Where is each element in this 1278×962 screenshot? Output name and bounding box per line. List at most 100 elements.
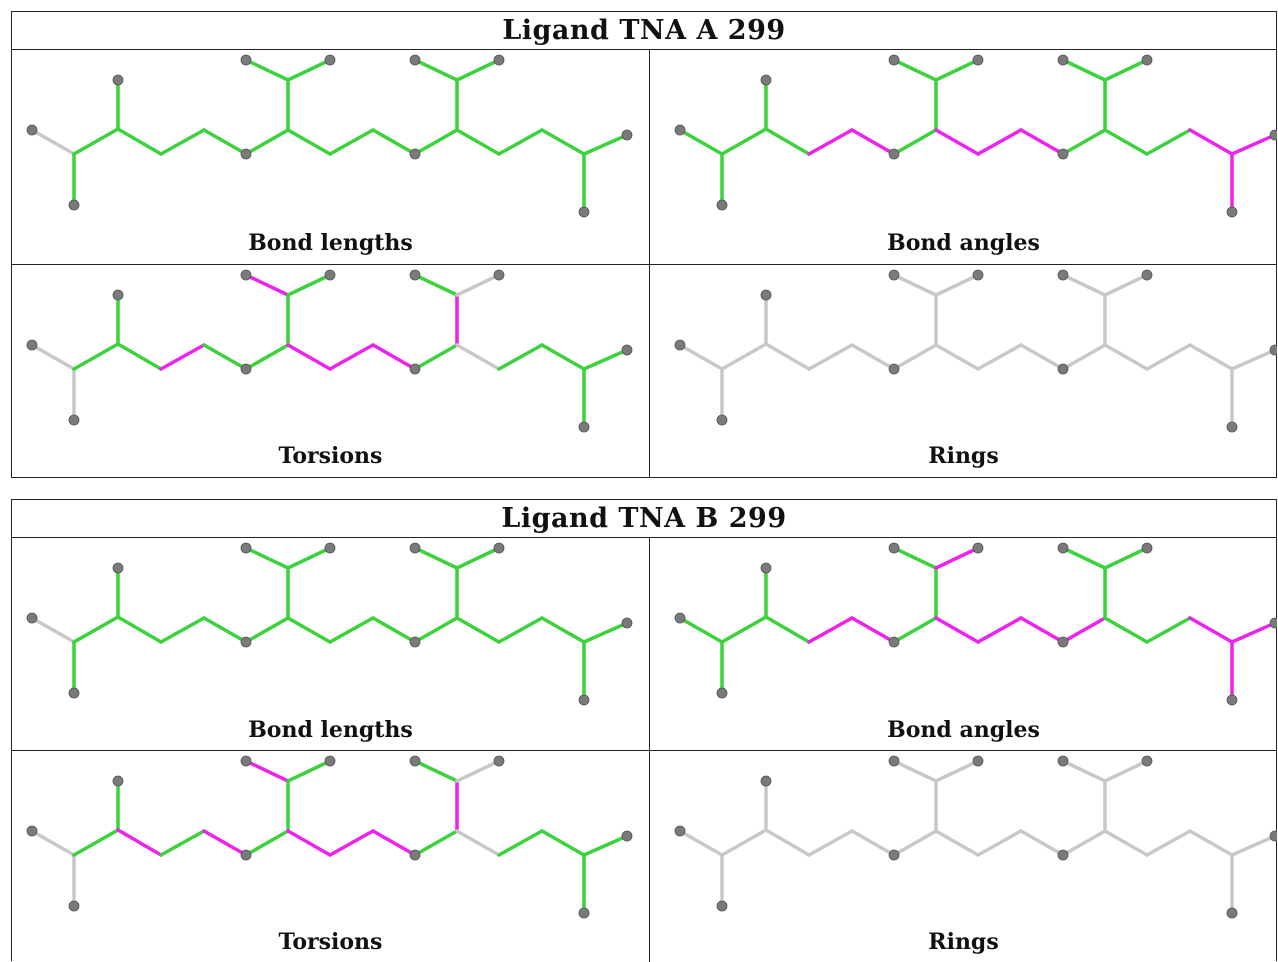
bond-RS [413,273,459,297]
atom-E [112,775,124,787]
bond-WX [582,133,629,156]
panel-label: Torsions [278,929,383,955]
bond-QU [1103,128,1149,156]
molecule [26,542,633,706]
bond-JK [892,546,938,570]
bond-QU [455,829,501,857]
bond-WX [1230,133,1277,156]
bond-OQ [1061,829,1107,857]
molecule-diagram [674,269,1277,433]
molecule-diagram [26,755,633,919]
bond-BD [720,615,768,644]
bond-RT [1103,546,1149,570]
bond-BD [720,127,768,156]
atom-C [68,199,80,211]
bond-OQ [413,616,459,644]
atom-L [324,54,336,66]
atom-Y [578,694,590,706]
atom-O [409,363,421,375]
bond-WX [1230,348,1277,371]
bond-AB [30,829,76,857]
bond-FG [807,616,854,644]
bond-WX [1230,621,1277,644]
bond-DF [116,127,163,156]
panel-label: Bond lengths [248,230,413,256]
bond-NO [1019,829,1065,857]
block-title: Ligand TNA B 299 [12,500,1276,538]
bond-HI [892,128,938,156]
atom-L [324,755,336,767]
molecule-diagram [674,542,1277,706]
atom-S [409,269,421,281]
atom-E [112,562,124,574]
atom-S [1057,542,1069,554]
molecule [674,54,1277,218]
atom-A [674,825,686,837]
bond-WX [582,834,629,857]
bond-FG [807,829,854,857]
atom-X [1269,344,1277,356]
bond-FG [159,128,206,156]
bond-QU [455,616,501,644]
atom-X [621,830,633,842]
atom-X [1269,129,1277,141]
bond-NO [371,343,417,371]
bond-RS [413,58,459,82]
bond-DF [764,127,811,156]
bond-AB [678,616,724,644]
atom-E [112,289,124,301]
atom-L [972,542,984,554]
molecule-diagram [26,54,633,218]
atom-K [888,542,900,554]
bond-RS [1061,58,1107,82]
bond-BD [720,342,768,371]
atom-E [112,74,124,86]
atom-H [240,363,252,375]
bond-QU [1103,829,1149,857]
bond-HI [244,128,290,156]
bond-JL [286,546,332,570]
bond-BD [72,127,120,156]
bond-HI [244,343,290,371]
atom-C [716,414,728,426]
bond-GH [850,343,896,371]
bond-MN [328,128,375,156]
atom-K [888,54,900,66]
bond-AB [30,616,76,644]
atom-C [716,687,728,699]
atom-E [760,562,772,574]
atom-O [1057,363,1069,375]
bond-RS [413,546,459,570]
bond-RT [455,546,501,570]
atom-C [716,900,728,912]
atom-H [888,636,900,648]
bond-RT [1103,273,1149,297]
panel-rings: Rings [650,751,1277,962]
bond-HI [244,829,290,857]
bond-AB [678,829,724,857]
bond-RS [1061,546,1107,570]
bond-HI [892,616,938,644]
bond-IM [286,829,332,857]
atom-O [409,636,421,648]
molecule [26,54,633,218]
atom-T [1141,755,1153,767]
atom-A [26,124,38,136]
bond-NO [371,128,417,156]
molecule [674,542,1277,706]
atom-E [760,775,772,787]
atom-L [972,54,984,66]
atom-T [1141,269,1153,281]
bond-GH [202,616,248,644]
atom-X [1269,830,1277,842]
atom-S [409,542,421,554]
atom-T [493,755,505,767]
atom-O [1057,636,1069,648]
bond-MN [976,616,1023,644]
bond-NO [371,616,417,644]
bond-IM [286,616,332,644]
bond-VW [1188,128,1234,156]
bond-OQ [413,128,459,156]
bond-VW [540,616,586,644]
bond-RT [455,58,501,82]
